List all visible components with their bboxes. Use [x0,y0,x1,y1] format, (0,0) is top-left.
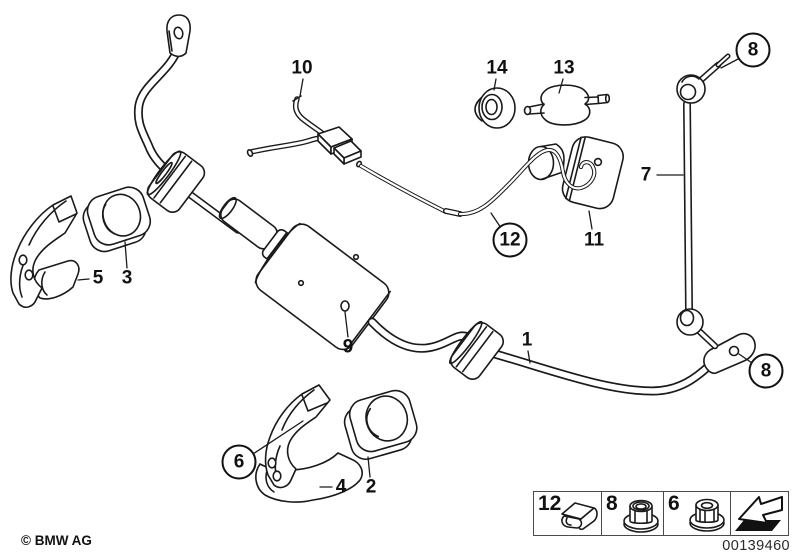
flange-nut-icon [689,498,725,532]
legend-label-12: 12 [538,492,562,515]
callout-12[interactable]: 12 [492,222,528,258]
cable-clip-icon [561,502,598,531]
bmw-copyright: © BMW AG [21,533,92,548]
legend-cell-nut-6[interactable]: 6 [664,492,731,535]
legend-label-8: 8 [606,492,618,515]
callout-5[interactable]: 5 [92,267,104,289]
callout-2[interactable]: 2 [365,476,377,498]
legend-cell-nut-8[interactable]: 8 [602,492,664,535]
callout-8[interactable]: 8 [748,353,784,389]
callout-9[interactable]: 9 [342,336,354,358]
legend-box: 12 8 6 [533,491,789,536]
callout-11[interactable]: 11 [583,229,605,251]
callout-10[interactable]: 10 [291,57,313,79]
callout-3[interactable]: 3 [121,267,133,289]
callout-6[interactable]: 6 [221,444,257,480]
callout-8[interactable]: 8 [735,32,771,68]
page-arrow-icon [735,496,783,531]
image-number: 00139460 [722,538,790,554]
callout-1[interactable]: 1 [521,329,533,351]
callout-14[interactable]: 14 [486,57,508,79]
lock-nut-icon [623,499,659,533]
legend-cell-arrow[interactable] [731,492,787,535]
callout-7[interactable]: 7 [640,164,652,186]
legend-label-6: 6 [668,492,680,515]
callout-13[interactable]: 13 [553,57,575,79]
legend-cell-clip[interactable]: 12 [534,492,602,535]
callout-4[interactable]: 4 [335,476,347,498]
